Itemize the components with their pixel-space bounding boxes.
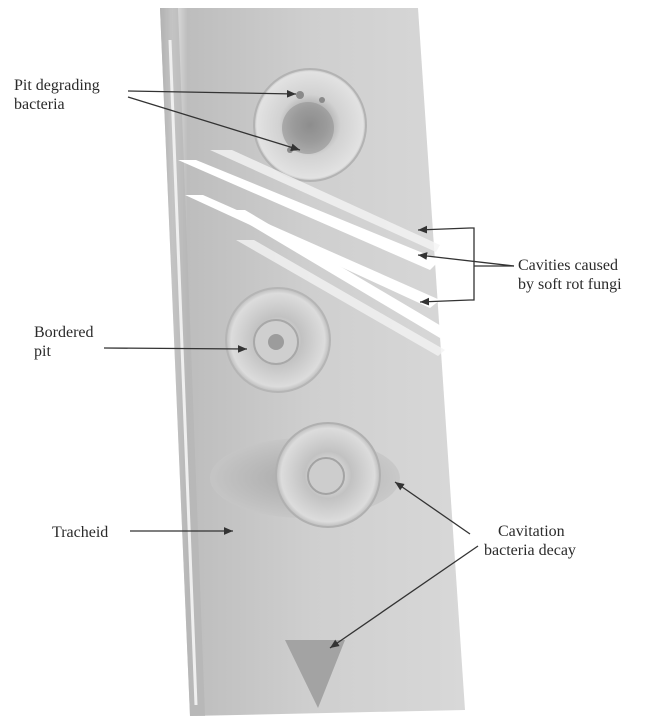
label-tracheid: Tracheid xyxy=(52,523,108,542)
label-soft-rot-cavities: Cavities caused by soft rot fungi xyxy=(518,256,622,294)
cavities-bracket xyxy=(470,228,474,300)
label-bordered-pit: Bordered pit xyxy=(34,323,94,361)
pit-degrading-bacteria-pit xyxy=(254,69,366,181)
bordered-pit xyxy=(226,288,330,392)
label-cavitation-bacteria-decay: Cavitation bacteria decay xyxy=(484,522,576,560)
label-pit-degrading-bacteria: Pit degrading bacteria xyxy=(14,76,100,114)
